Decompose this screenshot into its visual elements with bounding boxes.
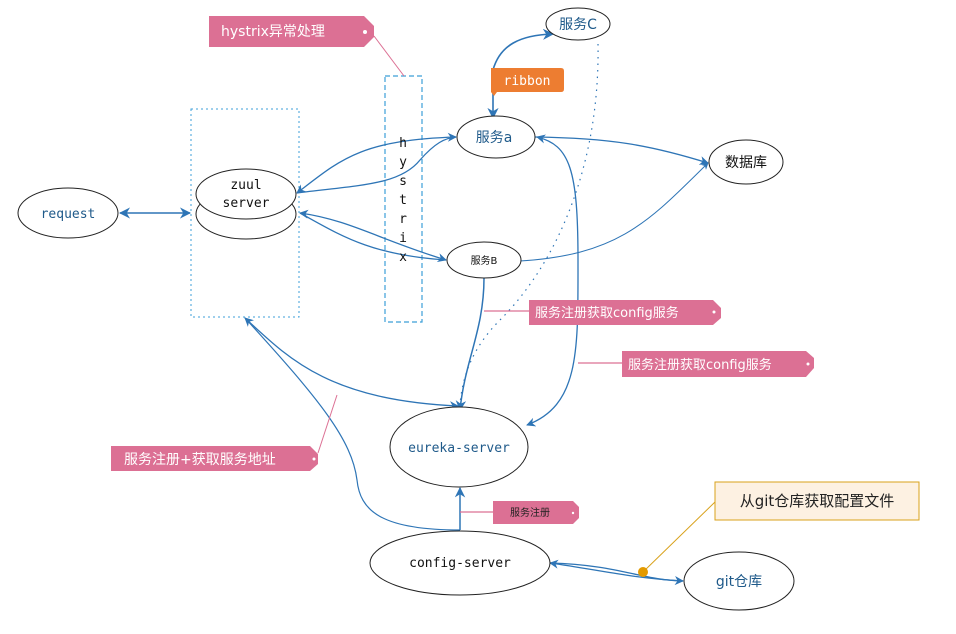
callout-reg-config-1: 服务注册获取config服务 <box>529 300 721 325</box>
node-zuul-label-line2: server <box>223 196 270 211</box>
edge-service-c-ribbon <box>492 28 555 71</box>
callout-reg-address-label: 服务注册+获取服务地址 <box>124 452 276 468</box>
node-eureka-label: eureka-server <box>408 441 510 456</box>
node-service-b[interactable]: 服务B <box>446 241 522 279</box>
hystrix-letter: x <box>399 250 407 265</box>
callout-reg-config-2: 服务注册获取config服务 <box>622 351 814 377</box>
node-service-a-label: 服务a <box>476 130 513 146</box>
hystrix-letter: t <box>399 193 407 208</box>
hystrix-callout-line <box>373 35 405 77</box>
git-note-anchor-dot <box>638 567 648 577</box>
edge-zuul-service-b-2 <box>299 212 447 261</box>
edge-service-b-eureka <box>455 277 485 412</box>
node-database-label: 数据库 <box>725 155 767 171</box>
edge-service-a-database <box>534 136 709 165</box>
edge-zuul-service-a-2 <box>296 136 457 194</box>
hystrix-letter: r <box>399 212 407 227</box>
edge-config-git-1 <box>549 559 684 586</box>
node-config-server[interactable]: config-server <box>369 530 551 596</box>
callout-reg-address: 服务注册+获取服务地址 <box>111 446 318 471</box>
hystrix-letters: h y s t r i x <box>399 136 407 265</box>
node-zuul-server[interactable]: zuul server <box>195 168 297 240</box>
reg-address-line <box>317 394 338 454</box>
hystrix-letter: s <box>399 174 407 189</box>
edge-config-git-2 <box>549 562 684 582</box>
hystrix-letter: i <box>399 231 407 246</box>
node-config-label: config-server <box>409 556 511 571</box>
node-service-a[interactable]: 服务a <box>456 115 536 159</box>
node-database[interactable]: 数据库 <box>708 139 784 185</box>
zuul-cluster-box <box>190 108 300 318</box>
node-service-c-label: 服务C <box>559 17 597 33</box>
node-eureka-server[interactable]: eureka-server <box>389 406 529 488</box>
edge-eureka-service-a <box>526 134 579 427</box>
edge-zuul-service-b-1 <box>299 209 447 262</box>
node-service-b-label: 服务B <box>471 254 498 267</box>
git-note-line <box>642 501 716 573</box>
callout-register-label: 服务注册 <box>510 506 550 519</box>
node-git-label: git仓库 <box>716 574 762 590</box>
hystrix-letter: y <box>399 155 407 170</box>
edge-service-b-database <box>519 162 709 262</box>
callout-ribbon: ribbon <box>491 68 564 96</box>
callout-register: 服务注册 <box>493 501 579 524</box>
edge-config-zuul <box>244 317 461 531</box>
edge-zuul-eureka <box>244 317 459 411</box>
node-request[interactable]: request <box>17 187 119 239</box>
callout-reg-config-2-label: 服务注册获取config服务 <box>628 357 772 373</box>
callout-hystrix: hystrix异常处理 <box>209 16 374 47</box>
note-git-config-label: 从git仓库获取配置文件 <box>740 492 895 510</box>
node-service-c[interactable]: 服务C <box>545 7 611 41</box>
node-zuul-label-line1: zuul <box>230 178 261 193</box>
node-request-label: request <box>41 207 96 222</box>
callout-ribbon-label: ribbon <box>504 74 551 89</box>
callout-hystrix-label: hystrix异常处理 <box>221 24 325 40</box>
edge-zuul-service-a-1 <box>296 132 457 194</box>
note-git-config: 从git仓库获取配置文件 <box>714 481 920 521</box>
node-git-repo[interactable]: git仓库 <box>683 551 795 611</box>
hystrix-letter: h <box>399 136 407 151</box>
callout-reg-config-1-label: 服务注册获取config服务 <box>535 305 679 321</box>
